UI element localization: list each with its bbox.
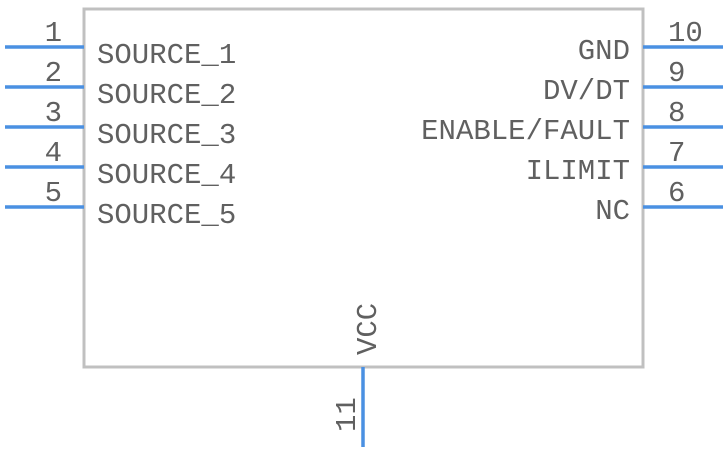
pin-number: 7: [668, 137, 685, 170]
pin-name: SOURCE_2: [97, 79, 236, 112]
pin-name: SOURCE_4: [97, 159, 236, 192]
pin-number: 3: [45, 97, 62, 130]
pin-number: 9: [668, 57, 685, 90]
pin-number: 4: [45, 137, 62, 170]
pin-number: 8: [668, 97, 685, 130]
pin-name: DV/DT: [543, 75, 630, 108]
pin-number: 11: [331, 397, 364, 432]
pin-name: SOURCE_3: [97, 119, 236, 152]
pin-name: SOURCE_5: [97, 199, 236, 232]
pin-name: NC: [595, 195, 630, 228]
pin-number: 2: [45, 57, 62, 90]
pin-name: ENABLE/FAULT: [421, 115, 630, 148]
pin-name: GND: [578, 35, 630, 68]
pin-number: 1: [45, 17, 62, 50]
pin-number: 5: [45, 177, 62, 210]
pin-number: 10: [668, 17, 703, 50]
pin-name: ILIMIT: [526, 155, 630, 188]
pin-number: 6: [668, 177, 685, 210]
pin-name: VCC: [352, 303, 385, 355]
pin-name: SOURCE_1: [97, 39, 236, 72]
